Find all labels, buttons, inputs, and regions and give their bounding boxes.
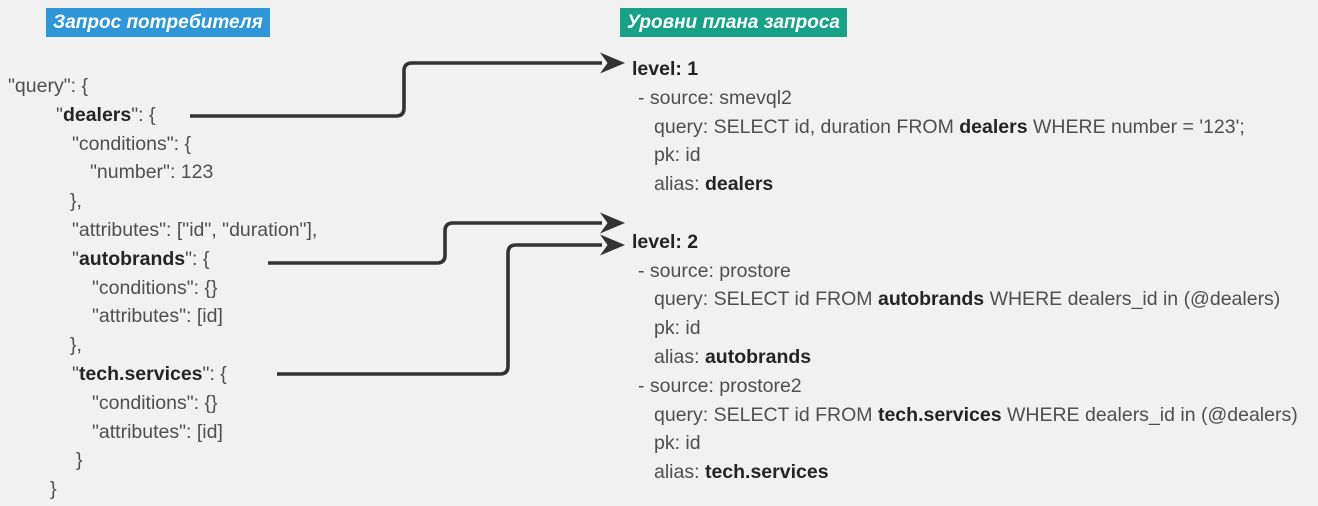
code-text: ": { <box>131 103 156 126</box>
code-text: } <box>76 449 83 472</box>
json-line: "tech.services": { <box>0 360 317 389</box>
plan-line: query: SELECT id FROM tech.services WHER… <box>632 401 1298 430</box>
code-text: " <box>56 103 63 126</box>
code-text: pk: id <box>654 144 701 167</box>
code-text: "conditions": {} <box>92 391 218 414</box>
arrow-dealers-to-level1-head <box>600 52 625 74</box>
code-text: WHERE number = '123'; <box>1027 115 1245 138</box>
code-text: query: SELECT id FROM <box>654 288 878 311</box>
json-line: "attributes": [id] <box>0 418 317 447</box>
code-text: "attributes": [id] <box>92 420 223 443</box>
code-text: - source: prostore <box>638 259 791 282</box>
entity-name-bold: tech.services <box>704 461 829 484</box>
arrow-techservices-to-level2-head <box>600 234 625 256</box>
entity-name-bold: level: 1 <box>632 58 699 80</box>
entity-name-bold: autobrands <box>78 247 186 270</box>
json-line: "attributes": [id] <box>0 302 317 331</box>
json-line: "dealers": { <box>0 101 317 130</box>
code-text: pk: id <box>654 432 701 455</box>
arrow-techservices-to-level2-line <box>277 243 602 376</box>
entity-name-bold: tech.services <box>877 403 1002 426</box>
code-text: query: SELECT id FROM <box>654 403 878 426</box>
arrow-techservices-to-level2 <box>277 234 625 376</box>
arrow-autobrands-to-level2 <box>268 212 625 265</box>
entity-name-bold: tech.services <box>78 362 203 385</box>
json-line: "conditions": { <box>0 130 317 159</box>
code-text: alias: <box>654 345 705 368</box>
plan-line: - source: prostore2 <box>632 372 1298 401</box>
json-line: "number": 123 <box>0 158 317 187</box>
plan-line: - source: smevql2 <box>632 84 1298 113</box>
code-text: "conditions": {} <box>92 276 218 299</box>
plan-line: alias: dealers <box>632 170 1298 199</box>
code-text: pk: id <box>654 317 701 340</box>
consumer-query-title: Запрос потребителя <box>46 8 270 37</box>
plan-line: alias: autobrands <box>632 343 1298 372</box>
entity-name-bold: dealers <box>959 115 1028 138</box>
code-text: } <box>50 478 57 501</box>
plan-line: pk: id <box>632 141 1298 170</box>
code-text: - source: smevql2 <box>638 86 792 109</box>
json-line: } <box>0 475 317 504</box>
json-line: "attributes": ["id", "duration"], <box>0 216 317 245</box>
json-line: }, <box>0 331 317 360</box>
code-text: - source: prostore2 <box>638 374 802 397</box>
entity-name-bold: level: 2 <box>632 230 699 253</box>
code-text: "conditions": { <box>72 132 191 155</box>
arrow-autobrands-to-level2-line <box>268 221 602 265</box>
code-text: WHERE dealers_id in (@dealers) <box>984 288 1281 311</box>
consumer-query-json-block: "query": {"dealers": {"conditions": {"nu… <box>0 72 317 504</box>
plan-levels-title: Уровни плана запроса <box>620 8 847 37</box>
code-text: "attributes": ["id", "duration"], <box>72 218 318 241</box>
entity-name-bold: autobrands <box>877 288 985 311</box>
level-header-line: level: 1 <box>632 55 1298 84</box>
code-text: WHERE dealers_id in (@dealers) <box>1001 403 1298 426</box>
json-line: "query": { <box>0 72 317 101</box>
plan-line: pk: id <box>632 314 1298 343</box>
plan-line: alias: tech.services <box>632 458 1298 487</box>
code-text: "number": 123 <box>90 161 214 184</box>
code-text: }, <box>70 190 82 213</box>
code-text: "attributes": [id] <box>92 305 223 328</box>
json-line: } <box>0 446 317 475</box>
code-text: alias: <box>654 173 705 196</box>
level-header-line: level: 2 <box>632 228 1298 257</box>
code-text: ": { <box>185 247 210 270</box>
json-line: }, <box>0 187 317 216</box>
json-line: "conditions": {} <box>0 274 317 303</box>
code-text: "query": { <box>8 75 88 97</box>
code-text: query: SELECT id, duration FROM <box>654 115 960 138</box>
entity-name-bold: autobrands <box>704 345 812 368</box>
query-plan-levels-block: level: 1 - source: smevql2 query: SELECT i… <box>632 55 1298 487</box>
plan-line: query: SELECT id, duration FROM dealers … <box>632 113 1298 142</box>
code-text: alias: <box>654 461 705 484</box>
json-line: "autobrands": { <box>0 245 317 274</box>
entity-name-bold: dealers <box>62 103 132 126</box>
code-text: ": { <box>202 362 227 385</box>
plan-line <box>632 199 1298 228</box>
plan-line: pk: id <box>632 429 1298 458</box>
code-text: " <box>72 247 79 270</box>
arrow-autobrands-to-level2-head <box>600 212 625 234</box>
json-line: "conditions": {} <box>0 389 317 418</box>
code-text: " <box>72 362 79 385</box>
code-text: }, <box>70 334 82 357</box>
plan-line: query: SELECT id FROM autobrands WHERE d… <box>632 285 1298 314</box>
plan-line: - source: prostore <box>632 257 1298 286</box>
entity-name-bold: dealers <box>704 173 774 196</box>
